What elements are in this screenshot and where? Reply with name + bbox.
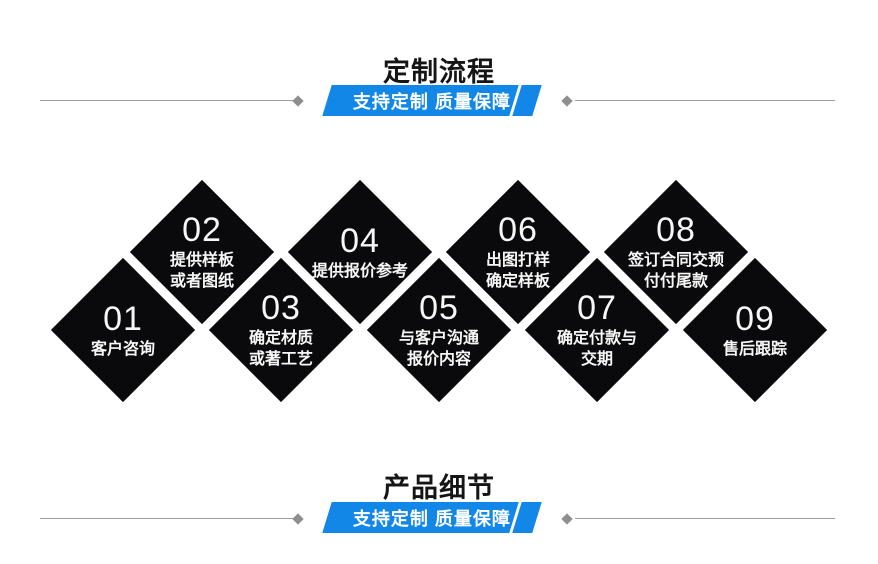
step-label: 确定材质 或著工艺 [248, 330, 313, 369]
banner-slash-decoration [509, 502, 522, 533]
step-number: 03 [261, 289, 301, 328]
section-title-process: 定制流程 [383, 57, 495, 87]
step-number: 02 [182, 211, 222, 250]
divider-line [575, 100, 835, 101]
step-content: 09 售后跟踪 [680, 255, 830, 405]
step-number: 08 [656, 211, 696, 250]
step-content: 03 确定材质 或著工艺 [206, 255, 356, 405]
step-number: 06 [498, 211, 538, 250]
step-label: 确定付款与 交期 [556, 330, 637, 369]
step-label: 售后跟踪 [722, 340, 787, 358]
divider-line [40, 100, 294, 101]
step-content: 06 出图打样 确定样板 [443, 177, 593, 327]
tagline-banner: 支持定制 质量保障 [322, 85, 542, 116]
step-number: 09 [735, 299, 775, 338]
step-number: 05 [419, 289, 459, 328]
process-step-9: 09 售后跟踪 [680, 255, 830, 405]
section-title-product-detail: 产品细节 [383, 473, 495, 503]
line-end-diamond-icon [561, 95, 573, 107]
tagline-text: 支持定制 质量保障 [352, 91, 511, 112]
step-label: 出图打样 确定样板 [485, 252, 550, 291]
tagline-banner: 支持定制 质量保障 [322, 502, 542, 533]
step-label: 与客户沟通 报价内容 [398, 330, 479, 369]
process-step-7: 07 确定付款与 交期 [522, 255, 672, 405]
process-step-2: 02 提供样板 或者图纸 [127, 177, 277, 327]
divider-line [575, 518, 835, 519]
line-end-diamond-icon [292, 95, 304, 107]
step-label: 提供报价参考 [311, 262, 408, 280]
step-content: 02 提供样板 或者图纸 [127, 177, 277, 327]
process-step-4: 04 提供报价参考 [285, 177, 435, 327]
step-content: 04 提供报价参考 [285, 177, 435, 327]
step-content: 01 客户咨询 [48, 255, 198, 405]
step-number: 01 [103, 299, 143, 338]
step-content: 08 签订合同交预 付付尾款 [601, 177, 751, 327]
step-label: 提供样板 或者图纸 [169, 252, 234, 291]
line-end-diamond-icon [292, 513, 304, 525]
step-label: 客户咨询 [90, 340, 155, 358]
process-step-6: 06 出图打样 确定样板 [443, 177, 593, 327]
banner-slash-decoration [509, 85, 522, 116]
process-step-5: 05 与客户沟通 报价内容 [364, 255, 514, 405]
process-step-8: 08 签订合同交预 付付尾款 [601, 177, 751, 327]
step-number: 04 [340, 221, 380, 260]
step-content: 07 确定付款与 交期 [522, 255, 672, 405]
step-content: 05 与客户沟通 报价内容 [364, 255, 514, 405]
line-end-diamond-icon [561, 513, 573, 525]
step-number: 07 [577, 289, 617, 328]
divider-line [40, 518, 294, 519]
step-label: 签订合同交预 付付尾款 [627, 252, 724, 291]
process-step-3: 03 确定材质 或著工艺 [206, 255, 356, 405]
tagline-text: 支持定制 质量保障 [352, 508, 511, 529]
process-step-1: 01 客户咨询 [48, 255, 198, 405]
